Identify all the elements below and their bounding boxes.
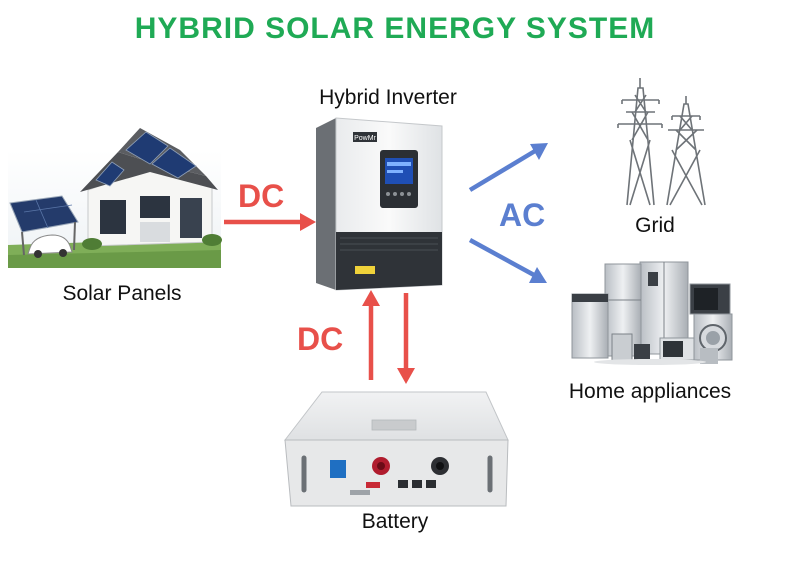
inverter-brand-logo: PowMr [354, 135, 376, 142]
arrow-inverter-to-appliances [470, 240, 547, 283]
battery-illustration [285, 392, 508, 506]
inverter-label: Hybrid Inverter [293, 86, 483, 110]
home-appliances-illustration [572, 262, 732, 365]
inverter-illustration: PowMr [316, 118, 442, 290]
grid-label: Grid [600, 214, 710, 238]
home-appliances-label: Home appliances [550, 380, 750, 404]
solar-panels-label: Solar Panels [22, 282, 222, 306]
dc-label-battery: DC [297, 321, 343, 358]
grid-towers-illustration [618, 78, 705, 205]
dc-label-solar: DC [238, 178, 284, 215]
ac-label: AC [499, 197, 545, 234]
arrow-solar-to-inverter [224, 213, 316, 231]
battery-label: Battery [320, 510, 470, 534]
arrow-battery-to-inverter [362, 290, 380, 380]
solar-house-illustration [8, 128, 222, 268]
arrow-inverter-to-battery [397, 293, 415, 384]
arrow-inverter-to-grid [470, 143, 548, 190]
